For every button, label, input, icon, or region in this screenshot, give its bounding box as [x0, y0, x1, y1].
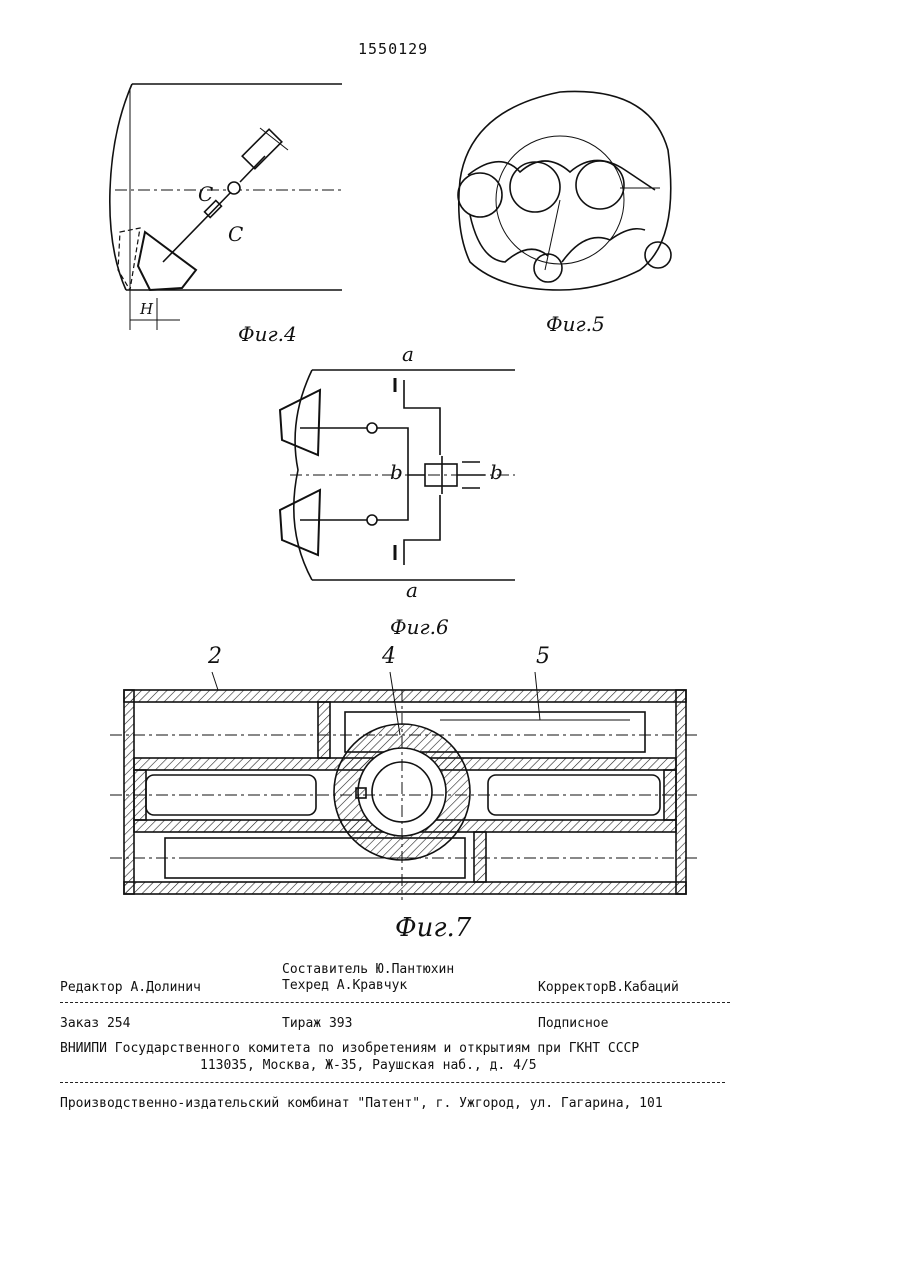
imprint-editor: Редактор А.Долинич	[60, 980, 201, 995]
fig6-label-b-right: b	[490, 460, 503, 484]
fig4-label-c1: C	[198, 182, 213, 206]
imprint-circulation: Тираж 393	[282, 1016, 352, 1031]
fig5-caption: Фиг.5	[546, 312, 605, 336]
imprint-divider-2	[60, 1082, 725, 1083]
fig7-label-4: 4	[382, 644, 396, 669]
fig4-drawing	[110, 84, 342, 330]
fig6-label-a-bottom: a	[406, 578, 418, 602]
fig4-label-h: H	[140, 300, 153, 318]
fig7-label-5: 5	[536, 644, 550, 669]
fig5-drawing	[458, 91, 671, 290]
imprint-address: 113035, Москва, Ж-35, Раушская наб., д. …	[200, 1058, 537, 1073]
fig6-label-b-left: b	[390, 460, 403, 484]
imprint-subscription: Подписное	[538, 1016, 608, 1031]
imprint-divider-1	[60, 1002, 730, 1003]
fig7-caption: Фиг.7	[395, 913, 471, 943]
fig6-label-a-top: a	[402, 342, 414, 366]
imprint-order: Заказ 254	[60, 1016, 130, 1031]
imprint-publisher: Производственно-издательский комбинат "П…	[60, 1096, 663, 1111]
imprint-techred: Техред А.Кравчук	[282, 978, 407, 993]
fig6-caption: Фиг.6	[390, 615, 449, 639]
imprint-compiler: Составитель Ю.Пантюхин	[282, 962, 454, 977]
imprint-org-line: ВНИИПИ Государственного комитета по изоб…	[60, 1041, 639, 1056]
fig4-caption: Фиг.4	[238, 322, 297, 346]
fig4-label-c2: C	[228, 222, 243, 246]
imprint-corrector: КорректорВ.Кабаций	[538, 980, 679, 995]
fig7-label-2: 2	[208, 644, 222, 669]
fig7-drawing	[110, 672, 700, 900]
